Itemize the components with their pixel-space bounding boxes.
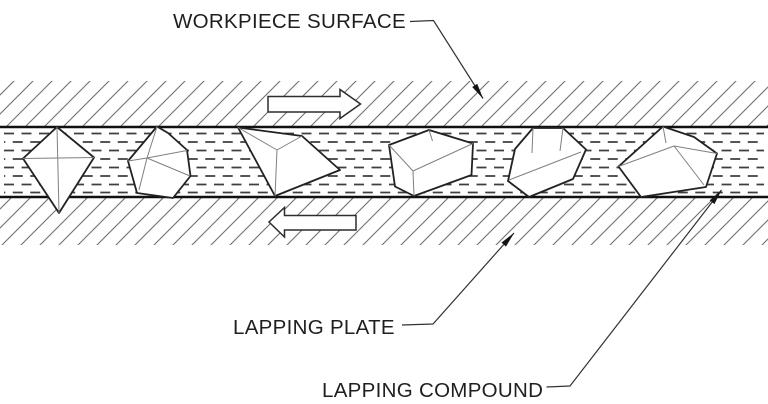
abrasive-particles xyxy=(22,125,718,214)
motion-arrow-left xyxy=(267,205,357,239)
lapping-compound-leader xyxy=(546,189,722,388)
abrasive-particle-1 xyxy=(22,126,95,214)
workpiece-surface-label: WORKPIECE SURFACE xyxy=(173,10,406,33)
lapping-plate-leader xyxy=(401,232,515,326)
abrasive-particle-6 xyxy=(617,125,718,198)
lapping-plate-band xyxy=(0,198,768,245)
lapping-plate-label: LAPPING PLATE xyxy=(233,316,395,339)
workpiece-surface-leader xyxy=(409,19,484,99)
abrasive-particle-3 xyxy=(237,126,341,197)
workpiece-band xyxy=(0,81,768,127)
abrasive-particle-4 xyxy=(388,129,474,197)
motion-arrow-right xyxy=(267,88,362,120)
abrasive-particle-2 xyxy=(127,125,192,199)
lapping-compound-label: LAPPING COMPOUND xyxy=(322,379,543,402)
abrasive-particle-5 xyxy=(507,127,587,198)
